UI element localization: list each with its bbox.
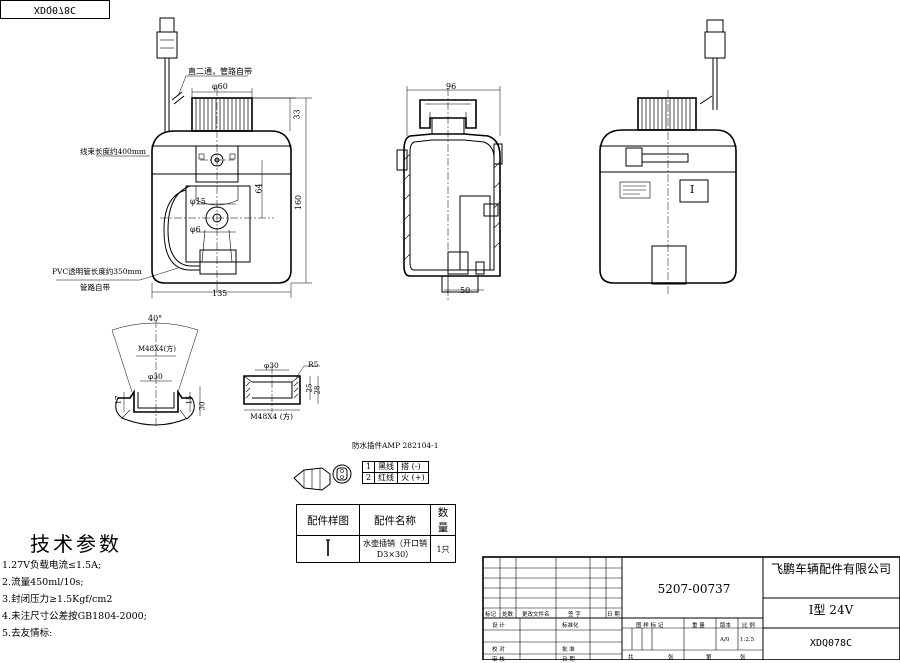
filler-dim-15: 15 xyxy=(185,395,194,405)
cap-dim-28: 28 xyxy=(313,385,322,395)
date-label: 日 期 xyxy=(562,657,575,663)
pin-icon xyxy=(326,539,330,556)
rear-plate-label: I xyxy=(690,183,695,196)
connector-title: 防水插件AMP 282104-1 xyxy=(352,441,439,450)
sheet-no-label: 第 xyxy=(706,655,712,661)
pin-func: 火 (+) xyxy=(397,472,429,484)
pin-no: 2 xyxy=(361,472,376,484)
approve-label: 批 准 xyxy=(562,647,575,653)
rev-h2: 处数 xyxy=(502,612,514,618)
sheet-unit-2: 张 xyxy=(740,655,746,661)
cap-thread: M48X4 (方) xyxy=(250,412,294,421)
rev-h3: 更改文件名 xyxy=(522,612,550,618)
dim-15: φ15 xyxy=(190,197,206,206)
part-code: XDQ078C xyxy=(809,638,853,649)
rev-h1: 标记 xyxy=(485,612,497,618)
wiring-table: 1 黑线 搭 (-) 2 红线 火 (+) xyxy=(361,461,429,484)
filler-angle: 40° xyxy=(148,314,163,323)
side-view xyxy=(396,86,503,300)
filler-detail xyxy=(111,320,201,428)
cap-dim-25: 25 xyxy=(305,383,314,393)
model-name: I型 24V xyxy=(808,603,854,617)
parts-header-qty: 数量 xyxy=(430,504,456,536)
scale-value: 1:2.5 xyxy=(740,637,755,643)
wiring-row: 1 黑线 搭 (-) xyxy=(361,461,429,473)
rear-view xyxy=(599,19,737,296)
connector-sketch xyxy=(293,464,352,491)
list-item: 1.27V负载电流≤1.5A; xyxy=(2,560,102,571)
cap-radius: R5 xyxy=(308,360,319,369)
filler-dia: φ30 xyxy=(148,372,163,381)
drawing-number: 5207-00737 xyxy=(657,582,731,596)
note-tee: 直二通，管路自带 xyxy=(188,67,252,76)
part-name-line1: 水壶插销（开口销 xyxy=(363,539,427,548)
filler-dim-17: 17 xyxy=(114,395,123,405)
note-pvc-line2: 管路自带 xyxy=(80,283,110,292)
part-name: 水壶插销（开口销 D3×30） xyxy=(359,535,431,563)
tech-params-heading: 技术参数 xyxy=(30,532,122,556)
note-harness: 线束长度约400mm xyxy=(80,147,147,156)
pin-color: 黑线 xyxy=(374,461,399,473)
scale-label: 比 例 xyxy=(742,623,755,629)
wiring-row: 2 红线 火 (+) xyxy=(361,472,429,484)
list-item: 5.去友情标: xyxy=(2,628,53,639)
tech-params-list: 1.27V负载电流≤1.5A; 2.流量450ml/10s; 3.封闭压力≥1.… xyxy=(2,557,147,642)
parts-header-name: 配件名称 xyxy=(359,504,431,536)
dim-width: 135 xyxy=(212,289,228,298)
pin-color: 红线 xyxy=(374,472,399,484)
pin-no: 1 xyxy=(361,461,376,473)
design-label: 设 计 xyxy=(492,623,505,629)
dim-side-top: 96 xyxy=(446,82,457,91)
cap-detail xyxy=(243,365,320,412)
part-name-line2: D3×30） xyxy=(376,550,414,559)
list-item: 4.未注尺寸公差按GB1804-2000; xyxy=(2,611,147,622)
dim-64: 64 xyxy=(254,183,264,194)
check-label: 校 对 xyxy=(492,647,505,653)
standardization-label: 标准化 xyxy=(562,623,579,629)
dim-6: φ6 xyxy=(190,225,201,234)
dim-cap-dia: φ60 xyxy=(212,82,228,91)
dim-side-bottom: 50 xyxy=(460,286,471,295)
review-label: 审 核 xyxy=(492,657,505,663)
dim-height: 160 xyxy=(294,194,304,211)
sheet-unit-1: 张 xyxy=(668,655,674,661)
table-row: 水壶插销（开口销 D3×30） 1只 xyxy=(296,535,456,563)
version-value: A/0 xyxy=(720,637,730,643)
pin-func: 搭 (-) xyxy=(397,461,429,473)
sheet-total-label: 共 xyxy=(628,655,634,661)
cap-dia: φ30 xyxy=(264,361,279,370)
note-pvc-line1: PVC透明管长度约350mm xyxy=(52,267,142,276)
list-item: 2.流量450ml/10s; xyxy=(2,577,84,588)
parts-table: 配件样图 配件名称 数量 水壶插销（开口销 D3×30） 1只 xyxy=(296,504,456,563)
filler-thread: M48X4(方) xyxy=(138,345,176,353)
parts-header-image: 配件样图 xyxy=(296,504,360,536)
dim-cap-height: 33 xyxy=(292,109,302,120)
stage-mark-label: 图 样 标 记 xyxy=(636,623,664,629)
part-image xyxy=(296,535,360,563)
version-label: 版本 xyxy=(720,623,732,629)
part-qty: 1只 xyxy=(430,535,456,563)
company-name: 飞鹏车辆配件有限公司 xyxy=(770,562,891,576)
rev-h5: 日 期 xyxy=(607,612,620,618)
front-view xyxy=(56,17,312,298)
weight-label: 重 量 xyxy=(692,623,705,629)
filler-dim-30: 30 xyxy=(198,401,207,411)
title-block-grid xyxy=(482,556,900,660)
rev-h4: 签 字 xyxy=(568,612,581,618)
list-item: 3.封闭压力≥1.5Kgf/cm2 xyxy=(2,594,113,605)
